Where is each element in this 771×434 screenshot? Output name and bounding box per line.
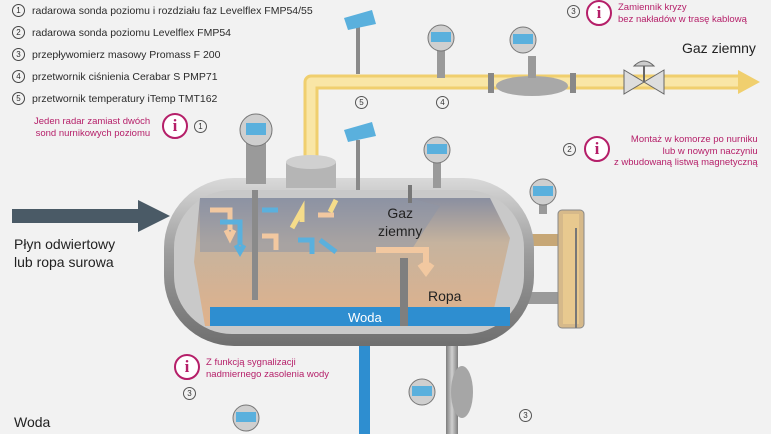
note-number: 3 <box>567 5 580 18</box>
inlet-label: Płyn odwiertowy lub ropa surowa <box>14 236 116 270</box>
legend-number: 4 <box>12 70 25 84</box>
inlet-arrow <box>12 200 170 232</box>
note-number: 1 <box>194 120 207 133</box>
marker-flowmeter-water: 3 <box>183 387 196 400</box>
legend-item: 2 radarowa sonda poziomu Levelflex FMP54 <box>12 24 231 42</box>
legend-number: 3 <box>12 48 25 62</box>
note-water-flow: Z funkcją sygnalizacji nadmiernego zasol… <box>206 357 330 380</box>
valve-icon <box>623 60 665 95</box>
note-number: 2 <box>563 143 576 156</box>
gas-outlet-label: Gaz ziemny <box>682 40 756 56</box>
instrument-oil-flow <box>408 378 436 406</box>
gas-flowmeter <box>488 56 576 96</box>
info-icon: i <box>584 136 610 162</box>
marker-pressure: 4 <box>436 96 449 109</box>
tank-water-label: Woda <box>348 310 382 325</box>
legend-text: przepływomierz masowy Promass F 200 <box>32 48 221 61</box>
legend-text: przetwornik temperatury iTemp TMT162 <box>32 92 218 105</box>
instrument-pressure-tank <box>423 136 451 188</box>
instrument-level-radar <box>239 113 273 184</box>
marker-flowmeter-oil: 3 <box>519 409 532 422</box>
instrument-flowmeter-head <box>509 26 537 54</box>
instrument-temp-top <box>344 10 376 74</box>
gas-outlet-arrow <box>738 70 760 94</box>
note-side-chamber: Montaż w komorze po nurniku lub w nowym … <box>614 134 758 168</box>
legend-text: radarowa sonda poziomu Levelflex FMP54 <box>32 26 232 39</box>
legend-number: 5 <box>12 92 25 106</box>
info-icon: i <box>174 354 200 380</box>
tank-gas-label: Gaz ziemny <box>378 205 423 239</box>
legend-item: 3 przepływomierz masowy Promass F 200 <box>12 46 220 64</box>
note-level-radar: Jeden radar zamiast dwóch sond nurnikowy… <box>34 116 151 139</box>
legend-text: radarowa sonda poziomu i rozdziału faz L… <box>32 4 313 17</box>
instrument-side-level <box>529 178 557 214</box>
info-icon: i <box>586 0 612 26</box>
legend-text: przetwornik ciśnienia Cerabar S PMP71 <box>32 70 218 83</box>
flow-arrows <box>210 198 435 277</box>
tank-dome <box>286 155 336 188</box>
legend-number: 2 <box>12 26 25 40</box>
note-gas-flow: Zamiennik kryzy bez nakładów w trasę kab… <box>618 2 747 25</box>
instrument-temp-tank <box>344 122 376 190</box>
legend-item: 5 przetwornik temperatury iTemp TMT162 <box>12 90 217 108</box>
water-outlet-label: Woda <box>14 414 51 430</box>
legend-item: 4 przetwornik ciśnienia Cerabar S PMP71 <box>12 68 218 86</box>
water-outlet-pipe <box>359 326 370 434</box>
instrument-pressure-top <box>427 24 455 78</box>
tank-oil-label: Ropa <box>428 288 462 304</box>
info-icon: i <box>162 113 188 139</box>
legend-item: 1 radarowa sonda poziomu i rozdziału faz … <box>12 2 313 20</box>
separator-tank <box>164 178 534 346</box>
legend-number: 1 <box>12 4 25 18</box>
instrument-water-flow <box>232 404 260 432</box>
marker-temperature: 5 <box>355 96 368 109</box>
